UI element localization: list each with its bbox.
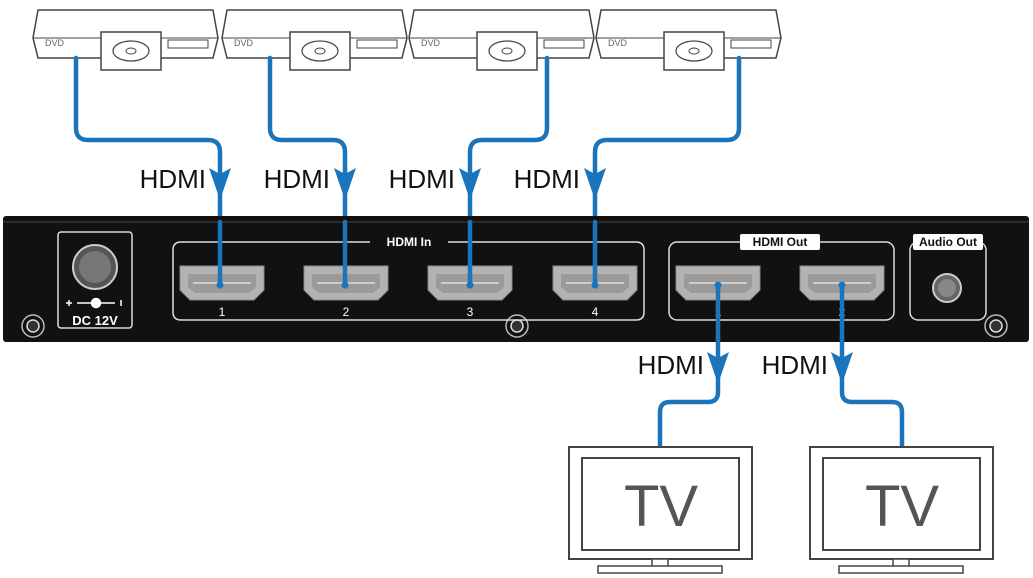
tv-label: TV [865,474,939,539]
input-cable-label: HDMI [140,164,206,194]
polarity-icon [66,297,122,309]
power-jack: DC 12V [57,231,133,329]
dvd-player-4: DVD [595,9,782,71]
input-cable-label: HDMI [264,164,330,194]
output-cable-label: HDMI [762,350,828,380]
dvd-label: DVD [421,38,441,48]
dvd-player-1: DVD [32,9,219,71]
input-cable-4 [592,55,742,288]
input-cable-label: HDMI [389,164,455,194]
dvd-label: DVD [608,38,628,48]
tv-display-2: TV [809,446,994,574]
matrix-switch: DC 12V HDMI In 1 2 3 [3,216,1029,342]
down-arrow-icon [707,352,729,384]
port-number: 3 [467,305,474,319]
output-cable-2 [839,282,905,450]
down-arrow-icon [584,168,606,200]
screw-icon [984,314,1008,338]
input-cable-3 [467,55,550,288]
screw-icon [21,314,45,338]
tv-display-1: TV [568,446,753,574]
tv-label: TV [624,474,698,539]
port-number: 2 [343,305,350,319]
dvd-label: DVD [234,38,254,48]
hdmi-in-title: HDMI In [387,235,432,249]
dvd-player-2: DVD [221,9,408,71]
down-arrow-icon [334,168,356,200]
port-number: 1 [219,305,226,319]
port-number: 4 [592,305,599,319]
audio-jack[interactable] [932,273,962,303]
down-arrow-icon [209,168,231,200]
down-arrow-icon [831,352,853,384]
dvd-label: DVD [45,38,65,48]
input-cable-label: HDMI [514,164,580,194]
hdmi-out-group: HDMI Out 1 2 [668,234,895,321]
audio-out-group: Audio Out [909,234,987,321]
input-cable-1 [73,55,223,288]
input-cable-2 [267,55,348,288]
dvd-player-3: DVD [408,9,595,71]
output-cable-label: HDMI [638,350,704,380]
down-arrow-icon [459,168,481,200]
screw-icon [505,314,529,338]
output-cable-1 [657,282,721,450]
hdmi-out-title: HDMI Out [753,235,808,249]
audio-out-title: Audio Out [919,235,977,249]
power-label: DC 12V [72,313,118,328]
